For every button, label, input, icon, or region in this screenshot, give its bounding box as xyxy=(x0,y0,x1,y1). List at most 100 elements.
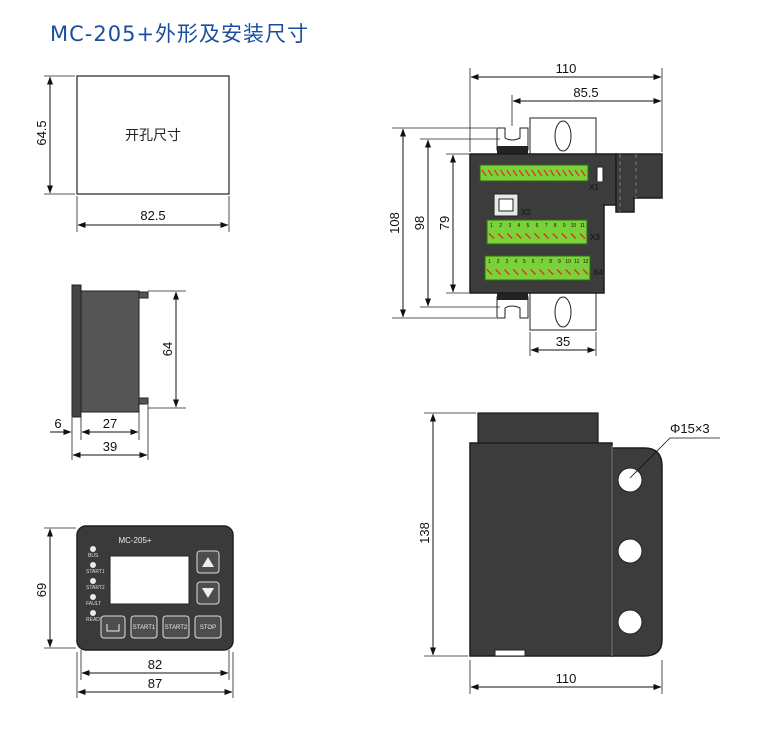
x4-pin-3: 3 xyxy=(505,259,508,265)
x3-screw-6 xyxy=(534,233,540,239)
led-bus xyxy=(90,546,96,552)
stop-button[interactable]: STOP xyxy=(194,615,222,639)
x3-pin-8: 8 xyxy=(554,223,557,229)
x4-label: X4 xyxy=(593,268,603,277)
x3-screw-3 xyxy=(506,233,513,239)
led-ready-label: READY xyxy=(86,617,104,623)
x4-screw-7 xyxy=(538,269,545,275)
x4-pin-10: 10 xyxy=(565,259,571,265)
front-panel-view: MC-205+ BUS START1 START2 FAULT READY xyxy=(34,525,234,698)
start2-button-label: START2 xyxy=(165,625,188,631)
led-start1 xyxy=(90,562,96,568)
x1-screw xyxy=(531,169,537,177)
led-fault xyxy=(90,594,96,600)
x4-screw-5 xyxy=(521,269,528,275)
x1-screw xyxy=(512,169,518,177)
sm-width-label: 110 xyxy=(556,671,577,686)
tv-height98-label: 98 xyxy=(412,216,427,230)
x1-label: X1 xyxy=(589,183,599,192)
x1-screw xyxy=(580,169,586,177)
x4-pin-7: 7 xyxy=(540,259,543,265)
x3-pin-2: 2 xyxy=(499,223,502,229)
terminal-x4: X4 xyxy=(484,255,603,281)
mount-hole-3 xyxy=(617,609,643,635)
x3-pin-7: 7 xyxy=(545,223,548,229)
up-button[interactable] xyxy=(196,550,220,574)
panel-width-inner-label: 82 xyxy=(148,657,162,672)
mount-ear-top xyxy=(496,127,529,151)
panel-height-label: 69 xyxy=(34,583,49,597)
mount-ear-bottom-base xyxy=(497,292,528,300)
x3-screw-11 xyxy=(579,233,586,239)
rail-slot-top xyxy=(554,120,572,152)
x3-screw-7 xyxy=(543,233,550,239)
tv-height79-label: 79 xyxy=(437,216,452,230)
sm-height-label: 138 xyxy=(417,522,432,544)
x4-screw-1 xyxy=(486,269,493,275)
x1-screw xyxy=(549,169,555,177)
x4-pin-5: 5 xyxy=(523,259,526,265)
start2-button[interactable]: START2 xyxy=(162,615,190,639)
x3-pin-11: 11 xyxy=(580,223,585,229)
down-button[interactable] xyxy=(196,581,220,605)
x1-screw xyxy=(568,169,574,177)
enter-button[interactable] xyxy=(100,615,126,639)
x1-screw xyxy=(481,169,487,177)
led-start2-label: START2 xyxy=(86,585,105,591)
mount-main-body xyxy=(469,442,613,657)
x1-screw xyxy=(537,169,543,177)
module-extension xyxy=(615,153,663,213)
rail-slot-bottom xyxy=(554,296,572,328)
up-arrow-icon xyxy=(202,557,214,567)
x3-screw-9 xyxy=(561,233,568,239)
x3-screw-5 xyxy=(524,233,531,239)
panel-lcd xyxy=(109,555,190,605)
holes-label: Φ15×3 xyxy=(670,421,710,436)
x1-screw xyxy=(574,169,580,177)
enter-icon xyxy=(106,624,120,632)
tv-rail-width-label: 35 xyxy=(556,334,570,349)
side-clip-top xyxy=(138,291,149,299)
x4-pin-11: 11 xyxy=(574,259,579,265)
side-body xyxy=(80,290,140,413)
panel-leds: BUS START1 START2 FAULT READY xyxy=(86,546,105,623)
x1-screw xyxy=(562,169,568,177)
tv-width-label: 110 xyxy=(556,61,577,76)
x4-pin-2: 2 xyxy=(497,259,500,265)
side-d39-label: 39 xyxy=(103,439,117,454)
cutout-rect xyxy=(76,75,230,195)
x1-screw xyxy=(487,169,493,177)
x3-pin-6: 6 xyxy=(536,223,539,229)
x4-screw-8 xyxy=(547,269,554,275)
side-d27-label: 27 xyxy=(103,416,117,431)
x3-pin-4: 4 xyxy=(517,223,520,229)
x4-pin-12: 12 xyxy=(583,259,589,265)
led-start2 xyxy=(90,578,96,584)
x4-screw-3 xyxy=(503,269,510,275)
x4-screw-9 xyxy=(556,269,563,275)
side-profile-view: 64 6 27 39 xyxy=(50,284,186,460)
x3-pin-5: 5 xyxy=(527,223,530,229)
x3-pin-10: 10 xyxy=(571,223,577,229)
mount-hole-1 xyxy=(617,467,643,493)
mount-hole-2 xyxy=(617,538,643,564)
x4-pin-4: 4 xyxy=(514,259,517,265)
x4-pin-8: 8 xyxy=(549,259,552,265)
mount-top-block xyxy=(477,412,599,447)
mount-ear-top-base xyxy=(497,146,528,154)
x2-label: X2 xyxy=(521,208,531,217)
x3-pin-9: 9 xyxy=(563,223,566,229)
start1-button-label: START1 xyxy=(133,625,156,631)
x4-screw-2 xyxy=(495,269,502,275)
cutout-view: 开孔尺寸 64.5 82.5 xyxy=(34,75,230,232)
side-height-label: 64 xyxy=(160,342,175,356)
x4-pin-6: 6 xyxy=(532,259,535,265)
start1-button[interactable]: START1 xyxy=(130,615,158,639)
led-fault-label: FAULT xyxy=(86,601,101,607)
cutout-height-label: 64.5 xyxy=(34,120,49,145)
tv-height108-label: 108 xyxy=(387,212,402,234)
side-mount-view: Φ15×3 138 110 xyxy=(417,412,720,694)
panel-model: MC-205+ xyxy=(118,536,151,545)
side-d6-label: 6 xyxy=(54,416,61,431)
